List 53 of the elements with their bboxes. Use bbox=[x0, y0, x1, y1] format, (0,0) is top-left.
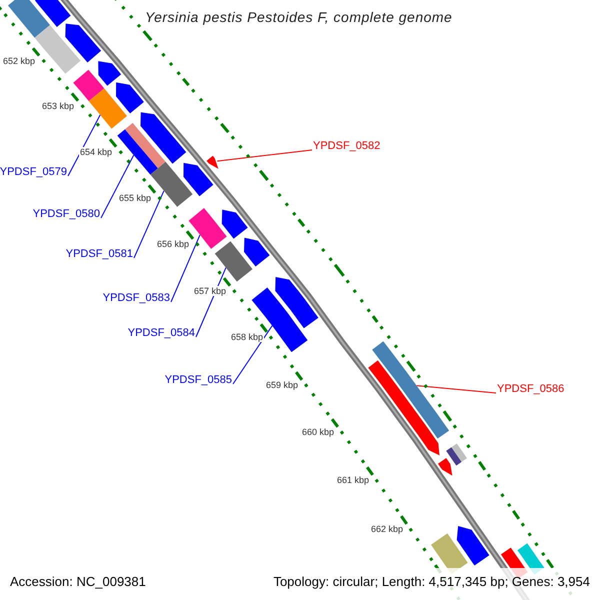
gene-feature bbox=[34, 25, 81, 74]
accession-text: Accession: NC_009381 bbox=[10, 574, 146, 589]
gene-feature bbox=[244, 238, 270, 266]
gene-feature bbox=[8, 0, 50, 38]
gene-label: YPDSF_0585 bbox=[164, 374, 232, 387]
gene-label: YPDSF_0582 bbox=[313, 140, 380, 153]
leader-line bbox=[196, 267, 226, 338]
gene-feature bbox=[275, 277, 318, 328]
gene-feature bbox=[368, 360, 440, 456]
gene-feature bbox=[35, 0, 71, 27]
position-label: 659 kbp bbox=[265, 380, 300, 390]
position-label: 662 kbp bbox=[370, 524, 404, 534]
position-label: 653 kbp bbox=[41, 101, 76, 111]
gene-feature bbox=[456, 526, 490, 566]
leader-line bbox=[216, 150, 312, 162]
gene-feature bbox=[88, 88, 127, 129]
leader-line bbox=[100, 154, 134, 218]
genome-info-text: Topology: circular; Length: 4,517,345 bp; Genes: 3,954 bbox=[273, 574, 590, 589]
gene-feature bbox=[188, 208, 227, 249]
gene-label: YPDSF_0579 bbox=[0, 166, 67, 179]
gene-feature bbox=[140, 112, 186, 164]
gene-label: YPDSF_0586 bbox=[497, 383, 564, 396]
title: Yersinia pestis Pestoides F, complete genome bbox=[145, 9, 452, 25]
position-label: 652 kbp bbox=[2, 56, 36, 66]
gene-feature bbox=[116, 82, 144, 114]
leader-line bbox=[232, 325, 273, 384]
gene-feature bbox=[446, 444, 467, 466]
position-label: 656 kbp bbox=[156, 239, 190, 249]
gene-feature bbox=[98, 61, 122, 86]
gene-label: YPDSF_0584 bbox=[128, 327, 195, 340]
leader-line bbox=[68, 114, 101, 176]
position-label: 657 kbp bbox=[193, 286, 228, 296]
leader-line bbox=[134, 190, 164, 258]
position-label: 658 kbp bbox=[230, 332, 264, 342]
gene-feature bbox=[184, 162, 214, 196]
position-label: 654 kbp bbox=[79, 147, 114, 157]
position-label: 661 kbp bbox=[336, 475, 370, 485]
gene-feature bbox=[372, 341, 450, 439]
gene-feature bbox=[214, 241, 252, 282]
gene-label: YPDSF_0580 bbox=[32, 208, 100, 221]
gene-label: YPDSF_0583 bbox=[102, 292, 170, 305]
leader-line bbox=[170, 234, 200, 302]
gene-feature bbox=[206, 156, 218, 169]
gene-feature bbox=[117, 122, 166, 175]
leader-line bbox=[416, 385, 496, 394]
gene-feature bbox=[73, 70, 104, 102]
gene-feature bbox=[150, 162, 193, 207]
gene-feature bbox=[65, 24, 102, 62]
position-label: 655 kbp bbox=[118, 193, 152, 203]
position-label: 660 kbp bbox=[301, 427, 336, 437]
gene-feature bbox=[438, 458, 452, 476]
gene-label: YPDSF_0581 bbox=[66, 248, 133, 261]
gene-feature bbox=[222, 210, 248, 239]
